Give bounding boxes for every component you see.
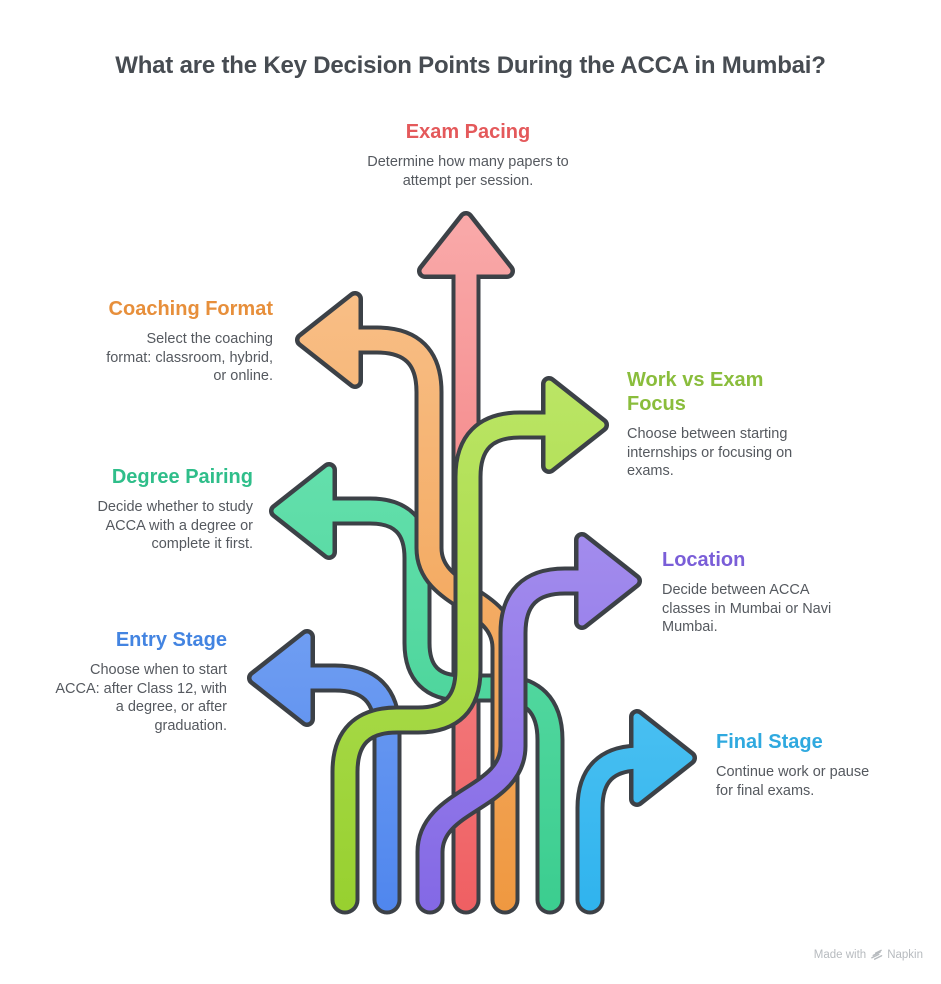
- node-work-vs-exam-focus: Work vs Exam Focus Choose between starti…: [627, 368, 827, 481]
- entry-stage-arrow: [247, 629, 402, 915]
- node-entry-stage: Entry Stage Choose when to start ACCA: a…: [7, 628, 227, 735]
- node-entry-stage-description: Choose when to start ACCA: after Class 1…: [55, 662, 227, 734]
- degree-pairing-arrow: [269, 462, 565, 915]
- node-final-stage-description: Continue work or pause for final exams.: [716, 764, 870, 799]
- node-work-vs-exam-focus-title: Work vs Exam Focus: [627, 369, 764, 415]
- napkin-logo-icon: [871, 949, 883, 960]
- node-exam-pacing-title: Exam Pacing: [405, 121, 531, 143]
- watermark-prefix: Made with: [813, 948, 867, 961]
- node-exam-pacing-description: Determine how many papers to attempt per…: [367, 154, 569, 189]
- node-coaching-format-title: Coaching Format: [108, 298, 273, 320]
- node-location-title: Location: [662, 549, 746, 571]
- node-work-vs-exam-focus-description: Choose between starting internships or f…: [627, 426, 793, 479]
- coaching-format-arrow: [295, 291, 520, 915]
- page-title: What are the Key Decision Points During …: [115, 52, 826, 79]
- node-entry-stage-title: Entry Stage: [115, 629, 227, 651]
- node-coaching-format-description: Select the coaching format: classroom, h…: [106, 331, 273, 384]
- node-degree-pairing-description: Decide whether to study ACCA with a degr…: [97, 499, 253, 552]
- node-degree-pairing: Degree Pairing Decide whether to study A…: [33, 465, 253, 554]
- node-location-description: Decide between ACCA classes in Mumbai or…: [662, 582, 832, 635]
- final-stage-arrow: [575, 709, 697, 915]
- watermark-brand: Napkin: [887, 948, 923, 961]
- location-arrow: [415, 532, 642, 915]
- node-degree-pairing-title: Degree Pairing: [111, 466, 253, 488]
- node-exam-pacing: Exam Pacing Determine how many papers to…: [308, 120, 628, 190]
- node-final-stage: Final Stage Continue work or pause for f…: [716, 730, 916, 800]
- node-final-stage-title: Final Stage: [716, 731, 823, 753]
- node-coaching-format: Coaching Format Select the coaching form…: [53, 297, 273, 386]
- watermark: Made with Napkin: [814, 948, 923, 961]
- node-location: Location Decide between ACCA classes in …: [662, 548, 872, 637]
- work-vs-exam-focus-arrow: [330, 376, 609, 915]
